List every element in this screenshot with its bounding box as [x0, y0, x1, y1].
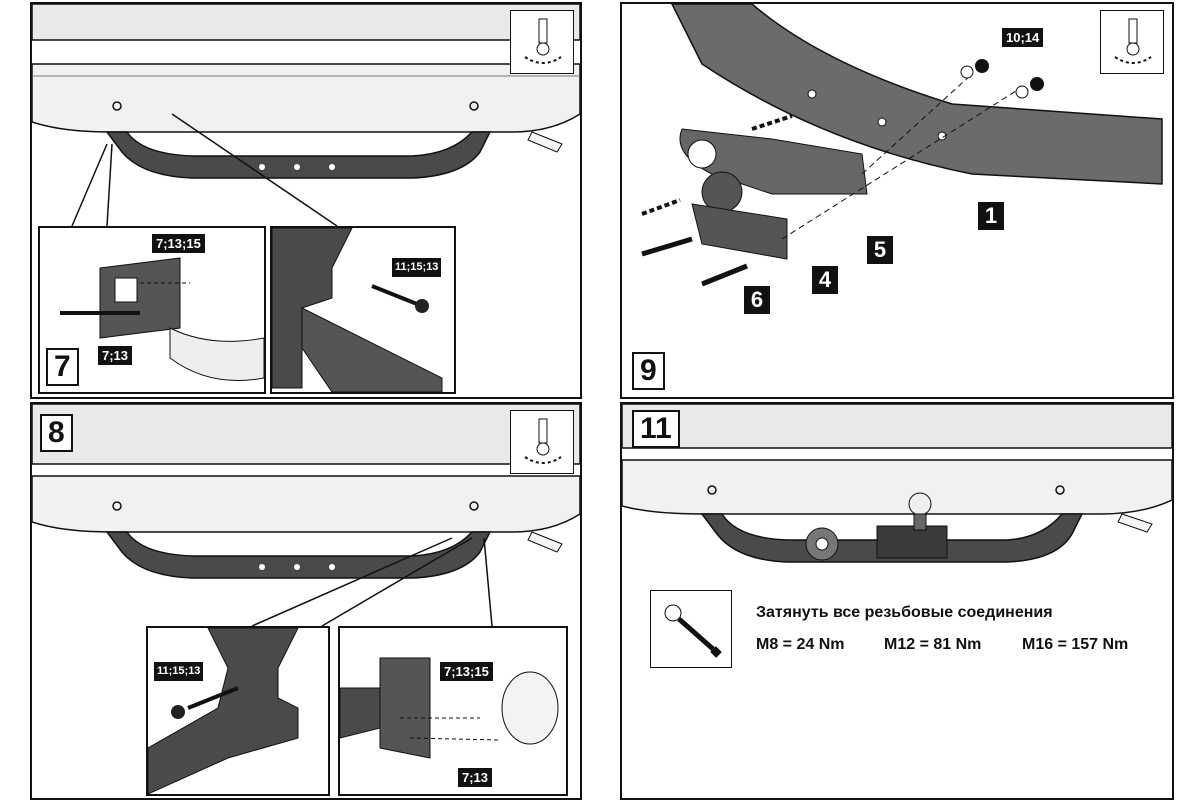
callout-4: 4: [812, 266, 838, 294]
callout-tag: 7;13;15: [152, 234, 205, 253]
callout-tag: 7;13;15: [440, 662, 493, 681]
step-number: 8: [40, 414, 73, 452]
bumper-with-hitch-drawing: [622, 404, 1172, 563]
callout-6: 6: [744, 286, 770, 314]
hand-tighten-icon: [510, 10, 574, 74]
panel-step-9: 10;14 1 5 4 6 9: [620, 2, 1174, 399]
callout-tag: 11;15;13: [154, 662, 204, 681]
bumper-drawing-8: [32, 404, 580, 627]
torque-title: Затянуть все резьбовые соединения: [756, 604, 1053, 621]
inset-7-left: 7 7;13;15 7;13: [38, 226, 266, 394]
torque-m12: M12 = 81 Nm: [884, 636, 982, 653]
torque-wrench-icon: [650, 590, 732, 668]
inset-8-right: 7;13;15 7;13: [338, 626, 568, 796]
inset-8-left: 11;15;13: [146, 626, 330, 796]
torque-m8: M8 = 24 Nm: [756, 636, 845, 653]
step-number: 9: [632, 352, 665, 390]
callout-5: 5: [867, 236, 893, 264]
step-number: 11: [632, 410, 680, 448]
step-number: 7: [46, 348, 79, 386]
panel-step-11: 11 Затянуть все резьбовые соединения M8 …: [620, 402, 1174, 800]
callout-tag: 10;14: [1002, 28, 1044, 47]
panel-step-7: 7 7;13;15 7;13 11;15;13: [30, 2, 582, 399]
panel-step-8: 8 11;15;13 7;13;15 7;13: [30, 402, 582, 800]
bumper-drawing-7: [32, 4, 580, 227]
hand-tighten-icon: [1100, 10, 1164, 74]
callout-1: 1: [978, 202, 1004, 230]
hitch-exploded-drawing: [641, 4, 1163, 287]
callout-tag: 11;15;13: [392, 258, 442, 277]
inset-7-right: 11;15;13: [270, 226, 456, 394]
callout-tag: 7;13: [98, 346, 133, 365]
hand-tighten-icon: [510, 410, 574, 474]
callout-tag: 7;13: [458, 768, 493, 787]
torque-m16: M16 = 157 Nm: [1022, 636, 1129, 653]
